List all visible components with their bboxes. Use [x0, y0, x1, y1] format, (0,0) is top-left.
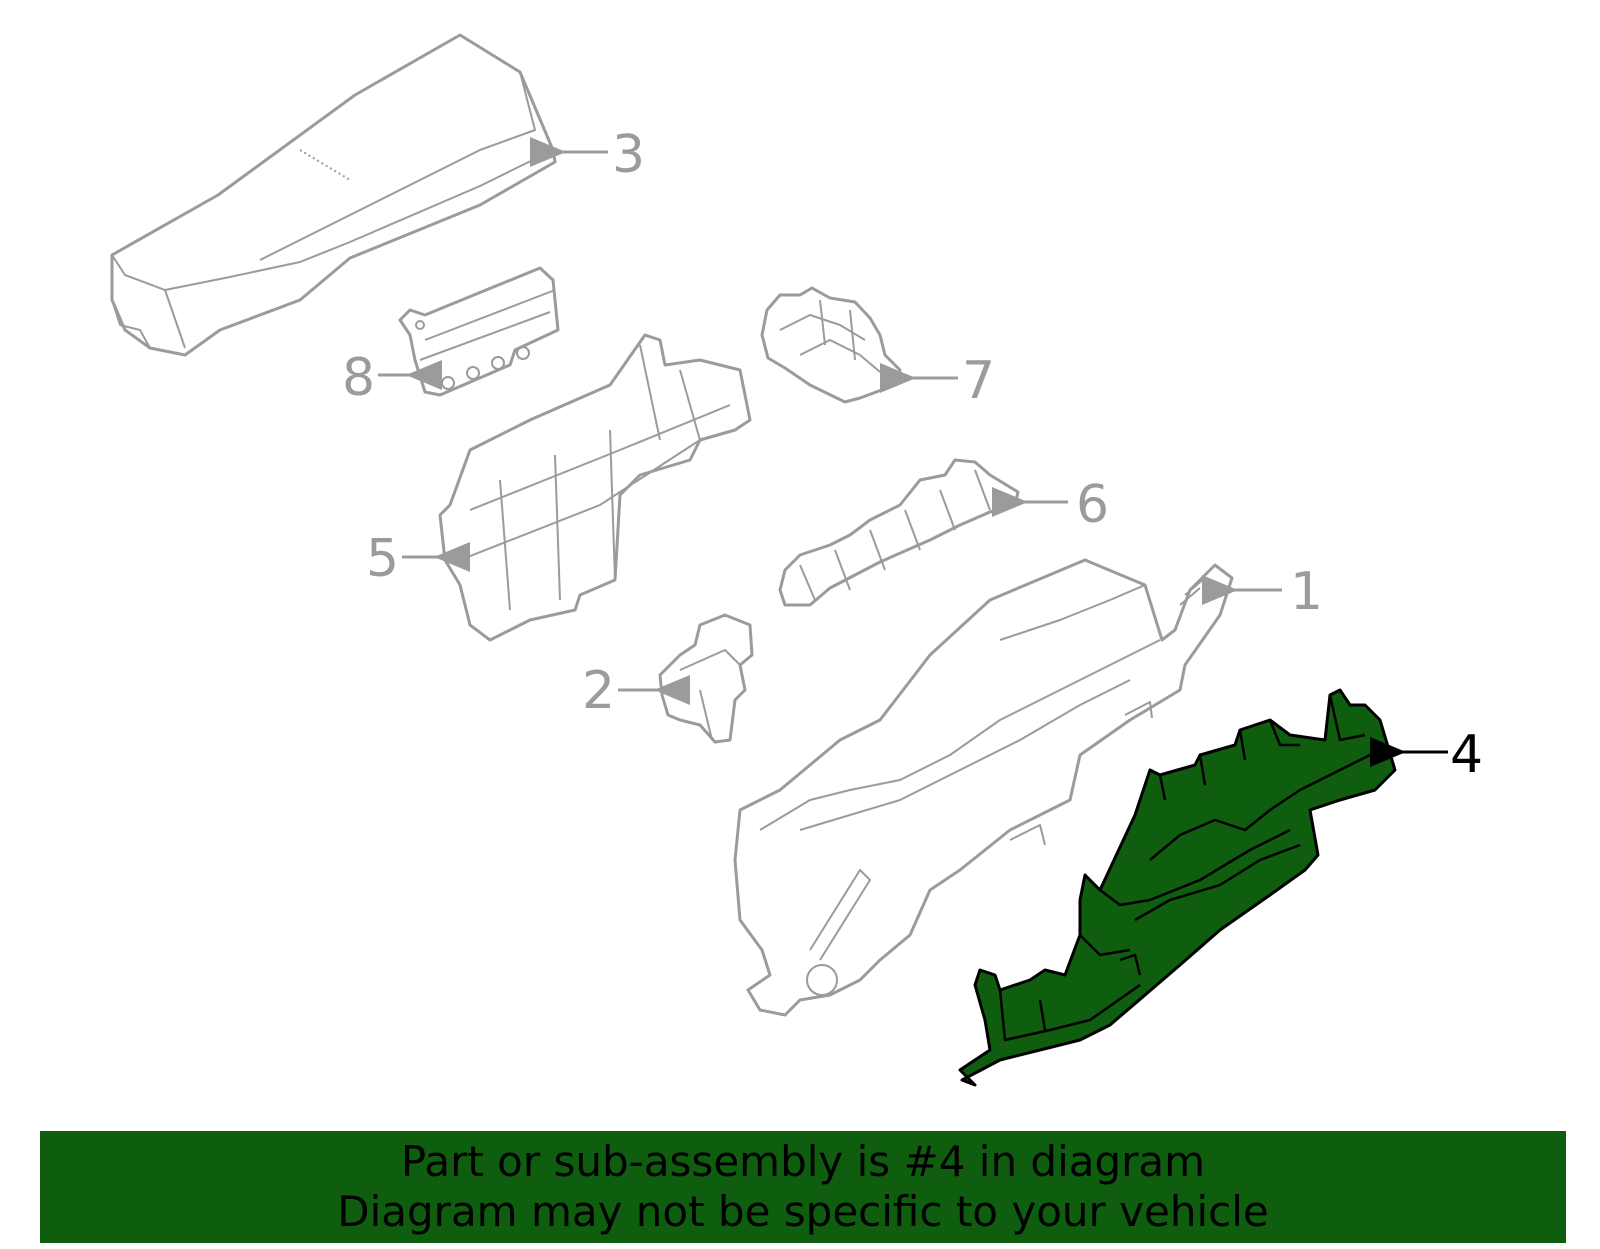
callout-8: 8	[342, 348, 442, 408]
callout-4: 4	[1370, 725, 1483, 785]
info-banner: Part or sub-assembly is #4 in diagram Di…	[40, 1131, 1566, 1243]
callout-3: 3	[530, 125, 645, 185]
part-4-bracket-highlighted	[958, 688, 1397, 1087]
callout-number-2: 2	[582, 661, 615, 721]
callout-number-6: 6	[1076, 475, 1109, 535]
part-5-fuse-holder	[438, 333, 752, 642]
callout-2: 2	[582, 661, 690, 721]
banner-line-2: Diagram may not be specific to your vehi…	[337, 1187, 1269, 1236]
part-3-cover	[110, 33, 557, 357]
callout-1: 1	[1202, 562, 1323, 622]
callout-7: 7	[880, 351, 995, 411]
callout-number-5: 5	[366, 529, 399, 589]
callout-number-7: 7	[962, 351, 995, 411]
callout-number-1: 1	[1290, 562, 1323, 622]
callout-number-3: 3	[612, 125, 645, 185]
part-1-base	[733, 558, 1234, 1017]
callout-6: 6	[992, 475, 1109, 535]
callout-number-4: 4	[1450, 725, 1483, 785]
part-2-connector	[658, 613, 754, 744]
callout-5: 5	[366, 529, 470, 589]
part-8-relay-strip	[398, 266, 560, 397]
part-7-relay-block	[760, 286, 902, 404]
part-6-relay-row	[778, 458, 1020, 607]
parts-diagram: 1 2 3 4 5 6 7 8	[110, 33, 1483, 1087]
callout-number-8: 8	[342, 348, 375, 408]
banner-line-1: Part or sub-assembly is #4 in diagram	[400, 1137, 1206, 1186]
